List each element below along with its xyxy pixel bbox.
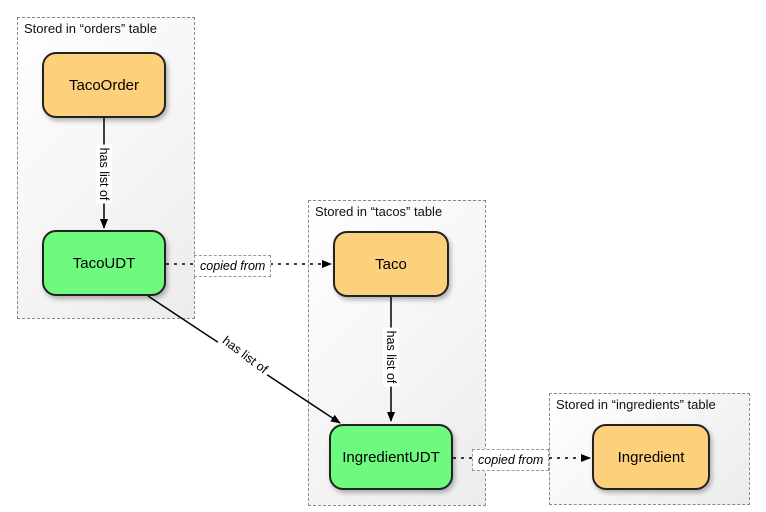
orders-group-label: Stored in “orders” table [24, 21, 157, 36]
label-udt-copied-from-taco: copied from [194, 255, 272, 277]
label-taco-to-ingredient-udt: has list of [383, 327, 399, 387]
node-taco-order[interactable]: TacoOrder [42, 52, 166, 118]
label-order-to-udt: has list of [96, 144, 112, 204]
tacos-group-label: Stored in “tacos” table [315, 204, 443, 219]
node-taco-udt[interactable]: TacoUDT [42, 230, 166, 296]
node-ingredient[interactable]: Ingredient [592, 424, 710, 490]
node-taco[interactable]: Taco [333, 231, 449, 297]
label-ingredient-udt-copied-from: copied from [472, 449, 550, 471]
node-ingredient-udt[interactable]: IngredientUDT [329, 424, 453, 490]
ingredients-group-label: Stored in “ingredients” table [556, 397, 716, 412]
